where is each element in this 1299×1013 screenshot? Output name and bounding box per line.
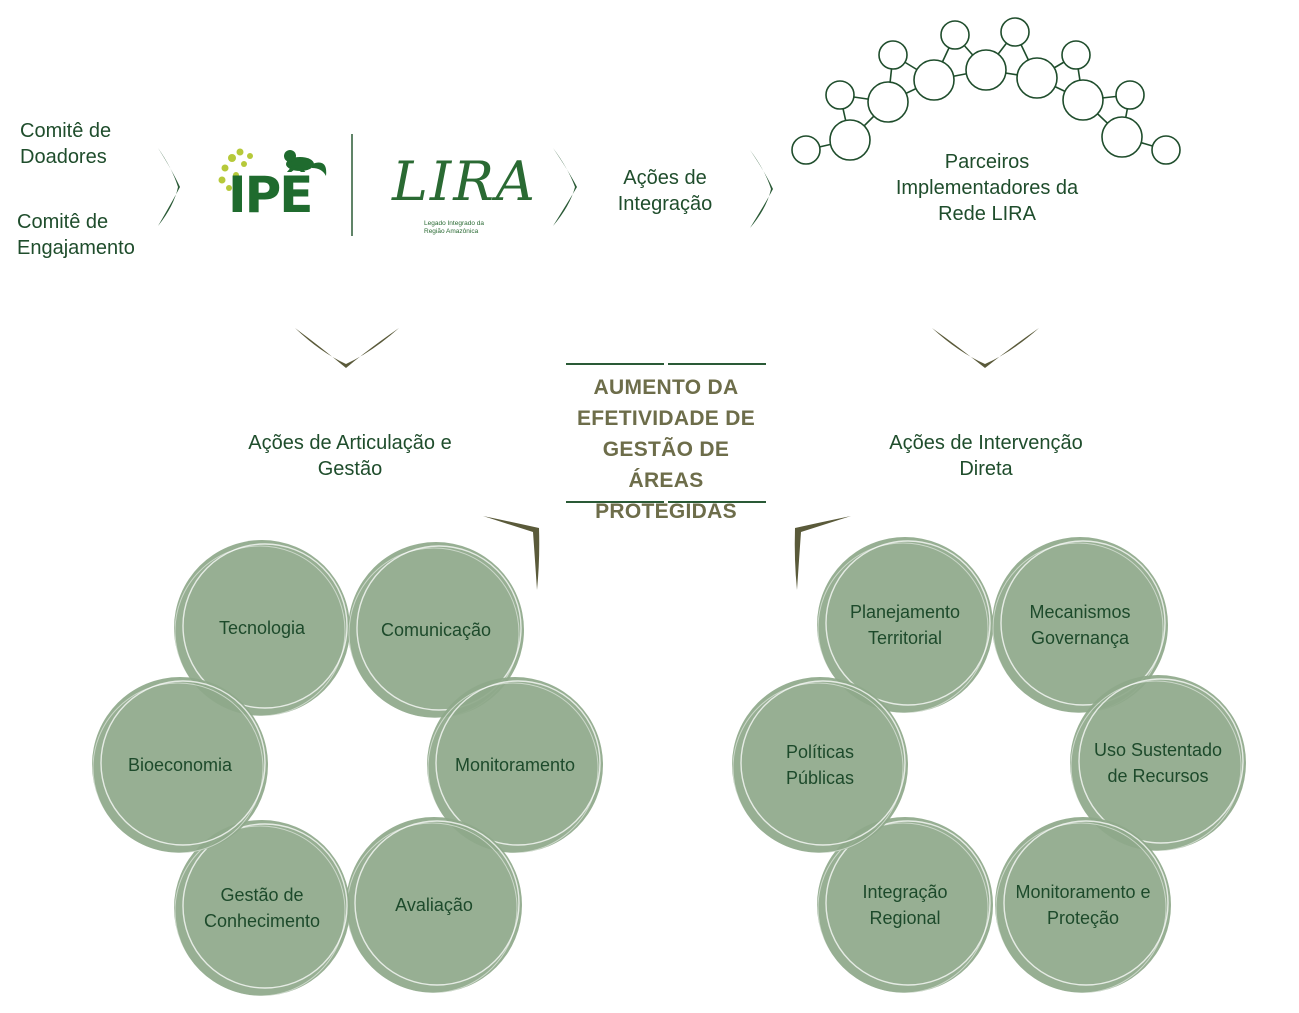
left-circle-0 xyxy=(174,540,350,716)
left-circles xyxy=(92,540,603,997)
right-circle-1 xyxy=(992,537,1168,713)
right-circle-ring-5 xyxy=(740,680,906,846)
left-circle-5 xyxy=(92,677,268,853)
right-item-1: Mecanismos Governança xyxy=(1029,602,1131,648)
right-circle-ring2-3 xyxy=(995,822,1167,994)
corner-brackets xyxy=(483,516,851,590)
right-circle-ring-3 xyxy=(1003,820,1169,986)
committee-engagement: Comitê de Engajamento xyxy=(17,211,135,259)
left-circle-ring2-2 xyxy=(427,682,599,854)
right-circle-ring2-0 xyxy=(817,542,989,714)
right-circle-3 xyxy=(995,817,1171,993)
left-item-4: Gestão de Conhecimento xyxy=(203,885,321,931)
right-circle-0 xyxy=(817,537,993,713)
integration-actions: Ações de Integração xyxy=(617,167,713,215)
left-circle-1 xyxy=(348,542,524,718)
right-circle-ring2-5 xyxy=(732,682,904,854)
left-circle-3 xyxy=(346,817,522,993)
partner-network xyxy=(791,17,1181,165)
left-group-title: Ações de Articulação e Gestão xyxy=(248,432,452,480)
right-item-3: Monitoramento e Proteção xyxy=(1015,882,1151,928)
left-item-0: Tecnologia xyxy=(218,618,306,638)
right-circle-4 xyxy=(817,817,993,993)
left-circle-ring2-0 xyxy=(174,545,346,717)
right-circles xyxy=(732,537,1246,994)
center-title: AUMENTO DA EFETIVIDADE DE GESTÃO DE ÁREA… xyxy=(576,376,756,523)
left-circle-ring2-1 xyxy=(348,547,520,719)
right-circle-ring2-2 xyxy=(1070,680,1242,852)
right-item-0: Planejamento Territorial xyxy=(849,602,961,648)
left-circle-ring-3 xyxy=(354,820,520,986)
right-circle-5 xyxy=(732,677,908,853)
ipe-wordmark: IPÊ xyxy=(228,166,313,224)
lira-subtitle: Legado Integrado da Região Amazônica xyxy=(424,220,484,235)
left-circle-ring-5 xyxy=(100,680,266,846)
right-circle-ring-0 xyxy=(825,540,991,706)
right-item-2: Uso Sustentado de Recursos xyxy=(1093,740,1223,786)
left-circle-4 xyxy=(174,820,350,996)
right-circle-ring-2 xyxy=(1078,678,1244,844)
committee-donors: Comitê de Doadores xyxy=(20,120,112,168)
right-circle-ring2-1 xyxy=(992,542,1164,714)
right-group-title: Ações de Intervenção Direta xyxy=(889,432,1083,480)
right-item-5: Políticas Públicas xyxy=(785,742,855,788)
right-circle-ring-1 xyxy=(1000,540,1166,706)
left-item-1: Comunicação xyxy=(380,620,492,640)
left-item-2: Monitoramento xyxy=(454,755,576,775)
right-circle-2 xyxy=(1070,675,1246,851)
right-circle-ring2-4 xyxy=(817,822,989,994)
implementing-partners: Parceiros Implementadores da Rede LIRA xyxy=(895,151,1079,225)
left-circle-2 xyxy=(427,677,603,853)
left-item-3: Avaliação xyxy=(395,895,473,915)
right-circle-ring-4 xyxy=(825,820,991,986)
center-title-rules xyxy=(566,363,766,503)
right-item-4: Integração Regional xyxy=(862,882,948,928)
left-circle-ring-4 xyxy=(182,823,348,989)
left-circle-ring2-5 xyxy=(92,682,264,854)
left-circle-ring2-4 xyxy=(174,825,346,997)
lira-wordmark: LIRA xyxy=(392,150,537,213)
left-circle-ring-2 xyxy=(435,680,601,846)
left-circle-ring-0 xyxy=(182,543,348,709)
left-item-5: Bioeconomia xyxy=(127,755,233,775)
left-circle-ring-1 xyxy=(356,545,522,711)
